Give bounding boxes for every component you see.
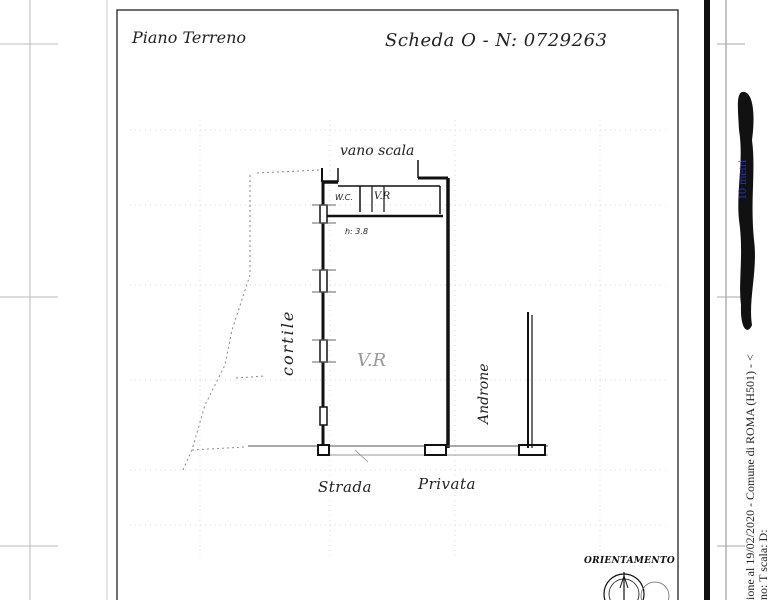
street-word-1: Strada — [318, 478, 372, 496]
sheet-number: Scheda O - N: 0729263 — [385, 30, 608, 51]
floor-label: Piano Terreno — [132, 28, 247, 47]
sheet-frame — [116, 9, 679, 600]
street-word-2: Privata — [418, 475, 476, 493]
right-margin-bar — [704, 0, 710, 600]
redaction-mark — [737, 91, 755, 330]
wc-label: W.C. — [335, 193, 353, 202]
main-room-label: V.R — [357, 350, 387, 371]
scale-link[interactable]: 10 metri — [735, 159, 749, 200]
small-room-label: V.R — [374, 191, 391, 202]
passage-label: Androne — [476, 363, 492, 424]
courtyard-label: cortile — [278, 309, 297, 376]
height-label: h: 3.8 — [345, 227, 369, 236]
orientation-label: ORIENTAMENTO — [584, 556, 675, 566]
side-text-line-2: no: T scala: D: — [756, 529, 770, 600]
compass-icon — [603, 572, 670, 600]
stair-label: vano scala — [340, 143, 415, 159]
